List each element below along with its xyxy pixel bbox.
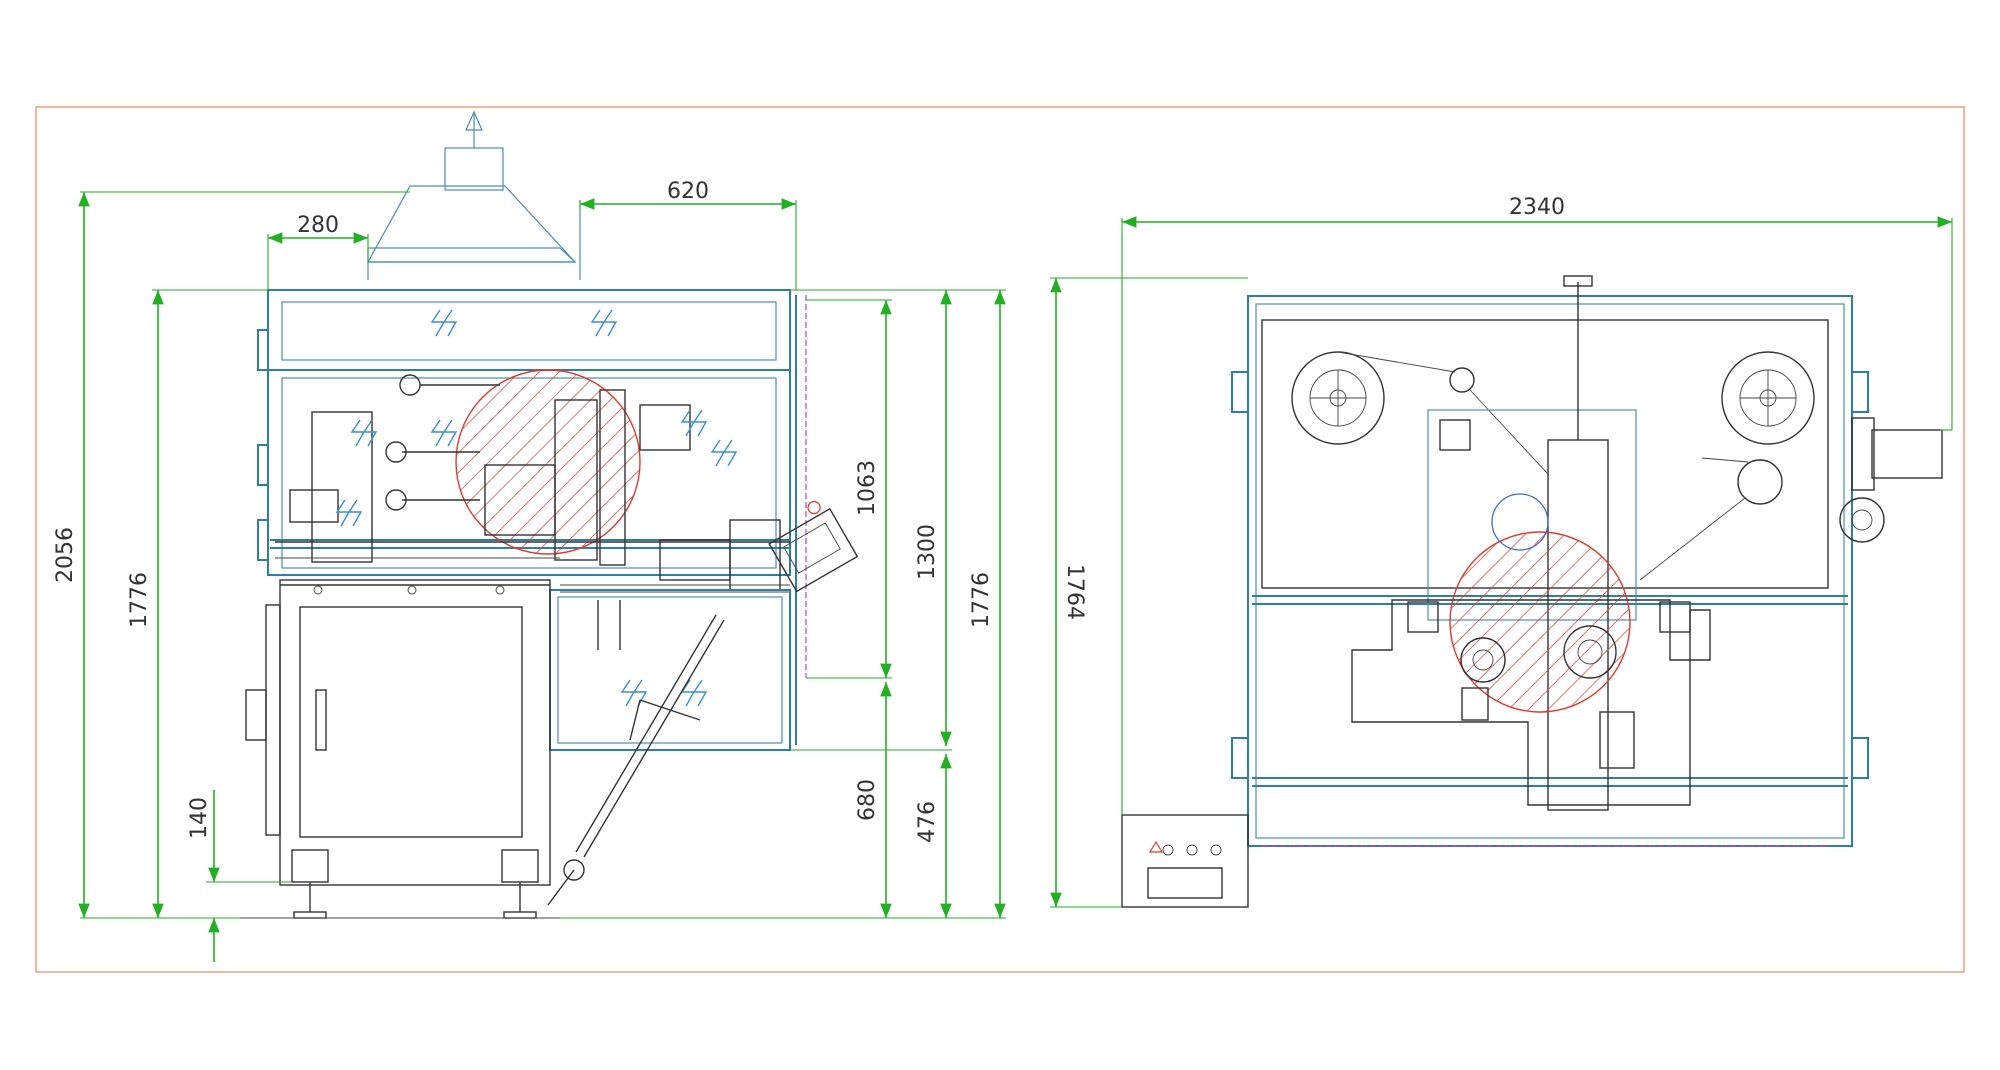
top-rotation-zone-hatch — [1449, 531, 1631, 713]
dim-label-1764: 1764 — [1062, 564, 1087, 620]
dim-label-280: 280 — [297, 213, 339, 238]
dim-label-1776-left: 1776 — [127, 572, 152, 628]
upper-cabinet — [267, 289, 791, 371]
dim-label-476: 476 — [915, 801, 940, 843]
lower-cabinet — [245, 579, 551, 886]
dim-label-2056: 2056 — [53, 527, 78, 583]
support-arm — [547, 614, 725, 906]
dim-label-620: 620 — [667, 179, 709, 204]
top-view: 2340 1764 — [1050, 195, 1953, 908]
top-lower-mechanisms — [1351, 599, 1711, 806]
dim-label-680: 680 — [855, 779, 880, 821]
drawing-border — [35, 106, 1965, 973]
dim-label-1300: 1300 — [915, 524, 940, 580]
top-dimensions: 2340 1764 — [1050, 195, 1953, 908]
dim-label-2340: 2340 — [1509, 195, 1565, 220]
machine-feet — [240, 849, 560, 919]
tilted-control-panel — [768, 500, 859, 593]
side-view: 620 280 2056 1776 140 1063 — [53, 110, 1006, 962]
reel-left — [1291, 351, 1385, 445]
film-path — [1337, 351, 1783, 581]
reel-right — [1721, 351, 1815, 445]
upper-mechanisms — [275, 374, 790, 593]
top-frame — [1231, 295, 1869, 847]
control-box — [1121, 814, 1249, 908]
dim-label-140: 140 — [187, 797, 212, 839]
blue-circle — [1491, 493, 1549, 551]
exhaust-hood — [366, 110, 581, 280]
dim-label-1063: 1063 — [855, 460, 880, 516]
lower-right-bay — [549, 589, 791, 751]
rotation-zone-hatch — [455, 369, 641, 555]
dim-label-1776-right: 1776 — [969, 572, 994, 628]
side-dimensions: 620 280 2056 1776 140 1063 — [53, 179, 1006, 962]
side-motor — [1839, 417, 1952, 543]
